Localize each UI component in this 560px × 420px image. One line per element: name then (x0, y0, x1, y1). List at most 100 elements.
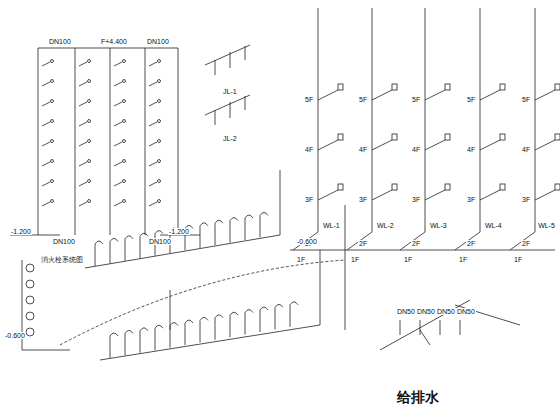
trap-symbol (110, 333, 118, 336)
pipe-line (400, 320, 401, 335)
pipe-line (372, 140, 392, 150)
trap-symbol (230, 312, 238, 315)
pipe-line (425, 140, 445, 150)
trap-symbol (140, 233, 148, 236)
pipe-line (535, 190, 555, 200)
trap-symbol (110, 238, 118, 241)
hydrant-symbol (88, 180, 91, 183)
pipe-label: 3F (304, 196, 314, 203)
hydrant-symbol (123, 120, 126, 123)
pipe-label: 5F (411, 96, 421, 103)
pipe-line (290, 305, 291, 327)
pipe-label: 3F (466, 196, 476, 203)
pipe-line (149, 162, 157, 166)
pipe-label: JL-1 (222, 88, 238, 95)
pipe-line (95, 244, 96, 266)
pipe-label: DN100 (146, 38, 170, 45)
pipe-label: 1F (296, 256, 306, 263)
pipe-line (42, 62, 50, 66)
pipe-label: 5F (304, 96, 314, 103)
pipe-label: DN50 (436, 308, 456, 315)
pipe-line (290, 250, 555, 251)
pipe-line (149, 202, 157, 206)
fixture-symbol (26, 280, 34, 288)
pipe-line (114, 62, 122, 66)
fixture-symbol (555, 84, 560, 90)
fixture-symbol (555, 184, 560, 190)
pipe-line (149, 102, 157, 106)
pipe-label: DN50 (396, 308, 416, 315)
hydrant-symbol (51, 60, 54, 63)
pipe-label: 2F (411, 240, 421, 247)
hydrant-symbol (51, 160, 54, 163)
pipe-line (149, 142, 157, 146)
pipe-line (170, 290, 171, 330)
hydrant-symbol (158, 180, 161, 183)
pipe-label: DN100 (148, 238, 172, 245)
pipe-line (178, 48, 179, 235)
pipe-line (245, 218, 246, 240)
pipe-label: 1F (513, 256, 523, 263)
trap-symbol (95, 241, 103, 244)
pipe-line (318, 8, 319, 232)
trap-symbol (260, 212, 268, 215)
pipe-line (42, 82, 50, 86)
trap-symbol (125, 236, 133, 239)
pipe-line (79, 202, 87, 206)
pipe-label: DN100 (48, 38, 72, 45)
pipe-label: 4F (358, 146, 368, 153)
pipe-line (245, 313, 246, 335)
pipe-line (215, 110, 216, 125)
pipe-label: 消火栓系统图 (40, 256, 84, 263)
pipe-line (420, 320, 421, 335)
pipe-line (79, 122, 87, 126)
fixture-symbol (338, 134, 343, 140)
hydrant-symbol (51, 120, 54, 123)
pipe-line (293, 232, 318, 250)
hydrant-symbol (123, 60, 126, 63)
trap-symbol (230, 218, 238, 221)
pipe-label: JL-2 (222, 135, 238, 142)
hydrant-symbol (88, 100, 91, 103)
pipe-line (79, 102, 87, 106)
pipe-line (110, 48, 111, 235)
pipe-line (318, 140, 338, 150)
pipe-line (114, 202, 122, 206)
trap-symbol (215, 315, 223, 318)
pipe-label: 3F (521, 196, 531, 203)
pipe-line (114, 122, 122, 126)
pipe-line (510, 232, 535, 250)
pipe-line (85, 235, 280, 268)
pipe-line (280, 170, 281, 235)
pipe-line (372, 8, 373, 232)
hydrant-symbol (51, 140, 54, 143)
trap-symbol (155, 231, 163, 234)
pipe-line (42, 162, 50, 166)
pipe-line (79, 182, 87, 186)
pipe-line (420, 330, 430, 345)
trap-symbol (170, 323, 178, 326)
pipe-line (245, 96, 246, 110)
pipe-line (114, 182, 122, 186)
hydrant-symbol (158, 80, 161, 83)
pipe-line (125, 239, 126, 261)
pipe-line (440, 320, 441, 335)
fixture-symbol (500, 134, 505, 140)
pipe-line (42, 102, 50, 106)
pipe-line (347, 232, 372, 250)
fixture-symbol (445, 84, 450, 90)
pipe-label: DN50 (456, 308, 476, 315)
pipe-label: WL-5 (537, 222, 556, 229)
pipe-line (425, 90, 445, 100)
hydrant-symbol (158, 200, 161, 203)
pipe-label: 3F (411, 196, 421, 203)
pipe-line (230, 102, 231, 118)
pipe-line (480, 8, 481, 232)
pipe-label: DN50 (416, 308, 436, 315)
pipe-label: -0.600 (4, 332, 26, 339)
pipe-line (200, 320, 201, 342)
trap-symbol (155, 325, 163, 328)
pipe-line (460, 320, 461, 335)
